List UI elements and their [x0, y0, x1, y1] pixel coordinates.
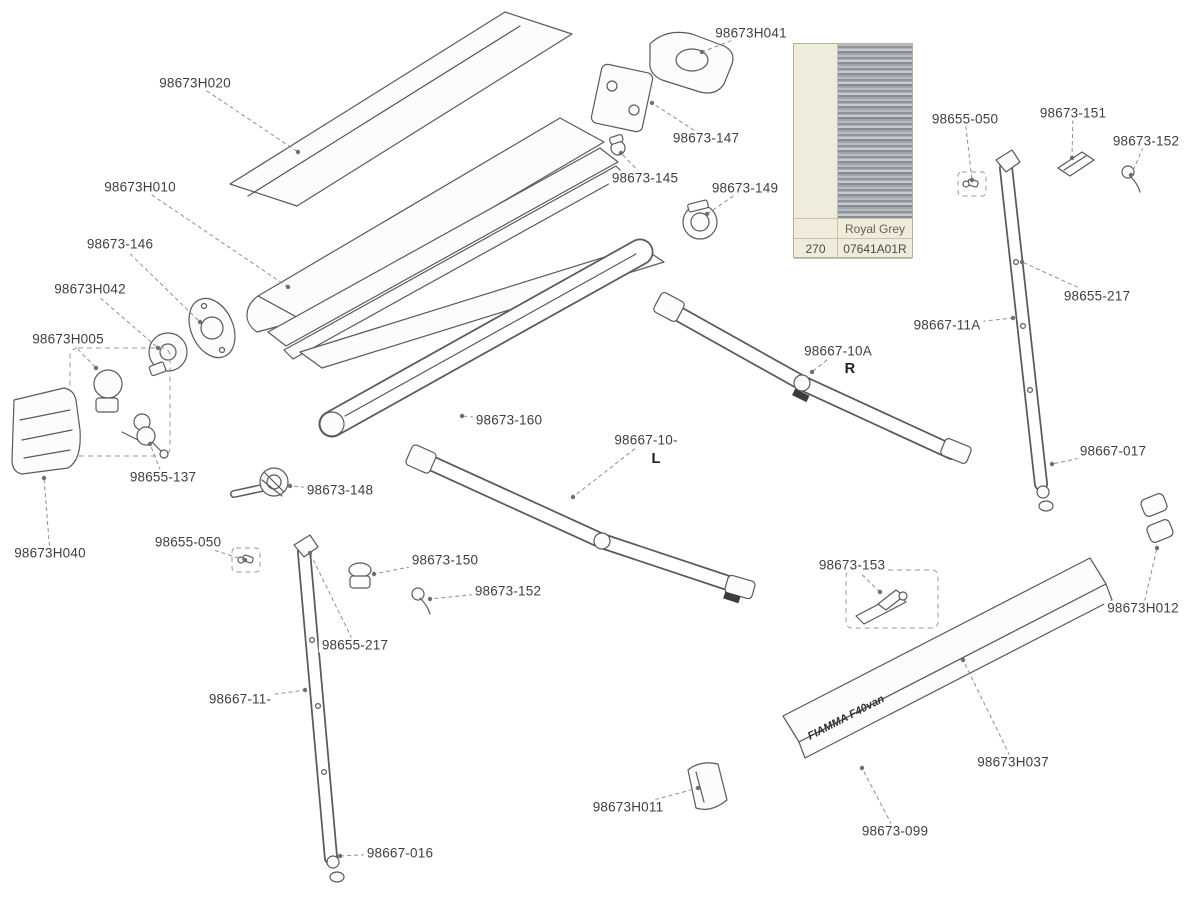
- end-cap-right-art: [1140, 493, 1174, 543]
- lever-152-left-art: [411, 587, 431, 615]
- roller-tube-art: [318, 238, 654, 438]
- knob-137-art: [136, 426, 169, 459]
- cover-H011-art: [687, 762, 728, 810]
- right-arm-art: [653, 291, 972, 464]
- plate-146-art: [188, 297, 236, 359]
- fabric-order-code: 07641A01R: [838, 239, 912, 259]
- end-cap-left-art: [11, 387, 81, 475]
- swatch-spacer-cell: [794, 219, 838, 239]
- end-cap-top-art: [649, 31, 734, 94]
- case-lid-art: [229, 11, 573, 207]
- crank-knob-148-art: [230, 467, 289, 498]
- left-leg-art: [293, 534, 345, 883]
- screw-050-left-art: [231, 547, 261, 573]
- case-profile-art: [246, 117, 626, 360]
- screw-050-right-art: [957, 171, 987, 197]
- right-leg-art: [995, 149, 1054, 512]
- lever-152-right-art: [1121, 165, 1141, 193]
- lock-lever-153-art: [845, 569, 939, 629]
- fabric-sample: [838, 44, 912, 219]
- lead-bar-art: FIAMMA F40van: [782, 557, 1113, 759]
- roller-end-art: [682, 199, 718, 240]
- bracket-151-art: [1057, 151, 1095, 177]
- bracket-150-art: [348, 562, 372, 589]
- left-arm-art: [405, 444, 756, 604]
- swatch-left-column: [794, 44, 838, 219]
- fabric-swatch-table: Royal Grey 270 07641A01R: [793, 43, 913, 259]
- motor-plate-art: [590, 63, 654, 133]
- fabric-size-code: 270: [794, 239, 838, 259]
- fabric-color-name: Royal Grey: [838, 219, 912, 239]
- cluster-H005-art: [69, 347, 171, 457]
- bracket-H042-art: [148, 332, 188, 377]
